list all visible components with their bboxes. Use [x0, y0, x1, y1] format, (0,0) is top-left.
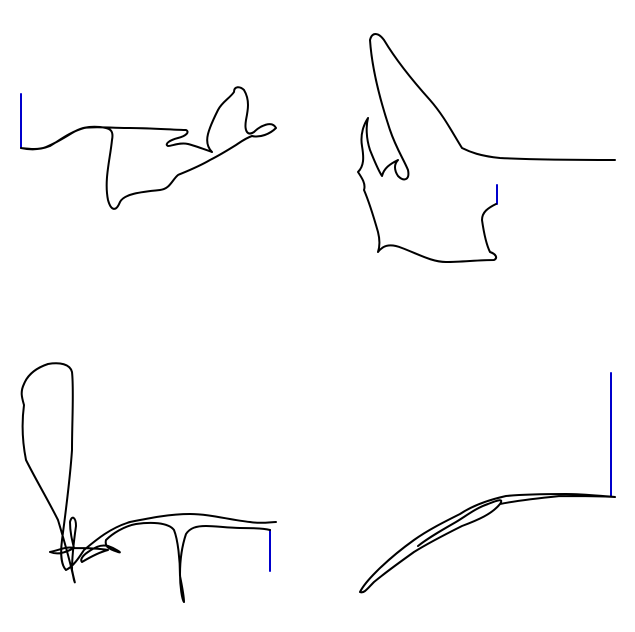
sketch-stroke-top-right	[357, 33, 616, 263]
sketch-bottom-right	[359, 372, 616, 594]
sketch-top-right	[357, 33, 616, 263]
sketch-stroke-top-left	[20, 86, 277, 210]
sketch-stroke-bottom-left	[20, 362, 277, 603]
sketch-bottom-left	[20, 362, 277, 603]
sketch-top-left	[20, 86, 277, 210]
sketch-stroke-bottom-right	[359, 493, 616, 594]
